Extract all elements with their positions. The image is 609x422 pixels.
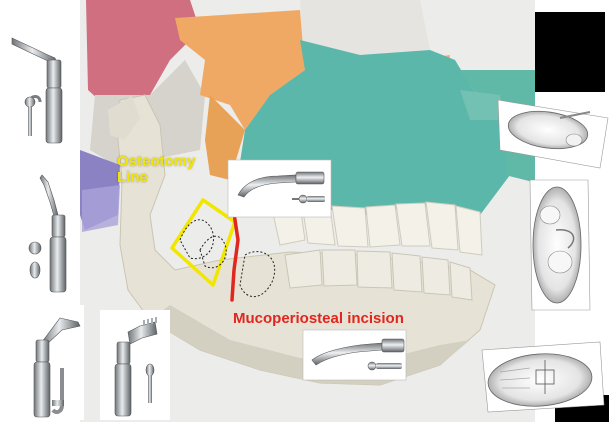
inset-tip-saw <box>22 305 84 420</box>
sinus-membrane-diagram <box>530 180 590 310</box>
osteotomy-line-label: Osteotomy Line <box>117 154 195 186</box>
inset-tip-angled <box>228 160 331 217</box>
inset-tip-brush <box>100 310 170 420</box>
inset-tip-straight <box>0 30 75 148</box>
osteotomy-line-text: Osteotomy Line <box>117 153 195 186</box>
mucoperiosteal-incision-text: Mucoperiosteal incision <box>233 310 404 327</box>
inset-tip-curved <box>12 172 76 298</box>
inset-tip-scaler <box>303 330 406 380</box>
mucoperiosteal-incision-label: Mucoperiosteal incision <box>233 311 404 327</box>
sinus-osteotomy-diagram <box>482 342 604 412</box>
